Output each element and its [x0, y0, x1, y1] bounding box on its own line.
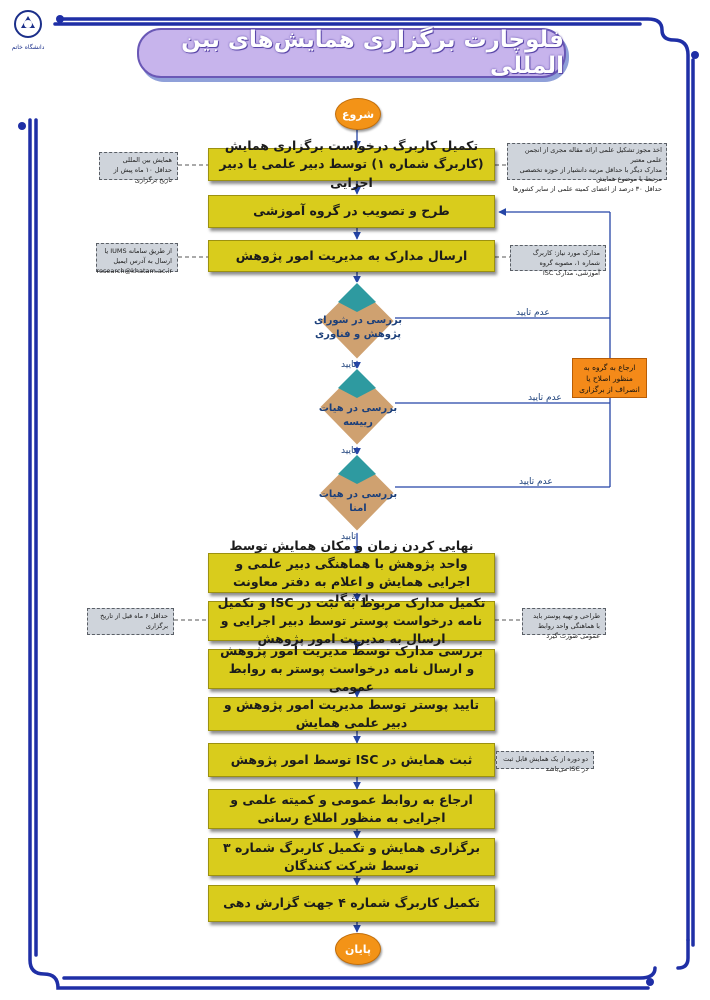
- logo-text: دانشگاه خاتم: [11, 44, 45, 51]
- end-terminal: پایان: [335, 933, 381, 965]
- note-submission-channel: از طریق سامانه IUMS یا ارسال به آدرس ایم…: [96, 243, 178, 275]
- reject-label: عدم تایید: [516, 308, 550, 318]
- approve-label: تایید: [341, 360, 357, 370]
- note-poster-design: طراحی و تهیه پوستر باید با هماهنگی واحد …: [522, 608, 606, 640]
- step-public-relations: ارجاع به روابط عمومی و کمیته علمی و اجرا…: [208, 789, 495, 829]
- note-requirements: اخذ مجوز تشکیل علمی ارائه مقاله مجری از …: [507, 143, 667, 193]
- decision-label-board: بررسی در هیات رییسه: [318, 403, 398, 428]
- step-send-documents: ارسال مدارک به مدیریت امور پژوهش: [208, 240, 495, 272]
- decision-diamond: [317, 281, 397, 362]
- university-logo: [12, 8, 44, 40]
- decision-diamond: [317, 367, 397, 448]
- decision-diamond: [317, 453, 397, 534]
- page-title: فلوچارت برگزاری همایش‌های بین المللی: [137, 27, 566, 79]
- logo-emblem-icon: [14, 10, 42, 38]
- step-department-approval: طرح و تصویب در گروه آموزشی: [208, 195, 495, 228]
- start-terminal: شروع: [335, 98, 381, 130]
- step-poster-approval: تایید پوستر توسط مدیریت امور پژوهش و دبی…: [208, 697, 495, 731]
- approve-label: تایید: [341, 532, 357, 542]
- note-required-documents: مدارک مورد نیاز: کاربرگ شماره ۱، مصوبه گ…: [510, 245, 606, 277]
- decision-diamond-top: [338, 455, 376, 484]
- step-isc-registration: ثبت همایش در ISC توسط امور پژوهش: [208, 743, 495, 777]
- decision-label-research-council: بررسی در شورای پژوهش و فناوری: [314, 315, 402, 340]
- reject-label: عدم تایید: [519, 477, 553, 487]
- approve-label: تایید: [341, 446, 357, 456]
- note-requirement-3: حداقل ۳۰ درصد از اعضای کمیته علمی از سای…: [512, 185, 662, 193]
- decision-diamond-top: [338, 369, 376, 398]
- note-requirement-2: مدارک دیگر با حداقل مرتبه دانشیار از حوز…: [519, 165, 662, 184]
- note-requirement-1: اخذ مجوز تشکیل علمی ارائه مقاله مجری از …: [524, 146, 662, 164]
- step-hold-conference: برگزاری همایش و تکمیل کاربرگ شماره ۳ توس…: [208, 838, 495, 876]
- note-min-6-months: حداقل ۶ ماه قبل از تاریخ برگزاری: [87, 608, 174, 635]
- step-report-form: تکمیل کاربرگ شماره ۴ جهت گزارش دهی: [208, 885, 495, 922]
- return-to-department-note: ارجاع به گروه به منظور اصلاح یا انصراف ا…: [572, 358, 647, 398]
- reject-label: عدم تایید: [528, 393, 562, 403]
- note-min-10-months: همایش بین المللی حداقل ۱۰ ماه پیش از تار…: [99, 152, 178, 184]
- decision-label-trustees: بررسی در هیات امنا: [318, 489, 398, 514]
- note-isc-periods: دو دوره از یک همایش قابل ثبت در ISC می‌ب…: [496, 751, 594, 773]
- decision-diamond-top: [338, 283, 376, 312]
